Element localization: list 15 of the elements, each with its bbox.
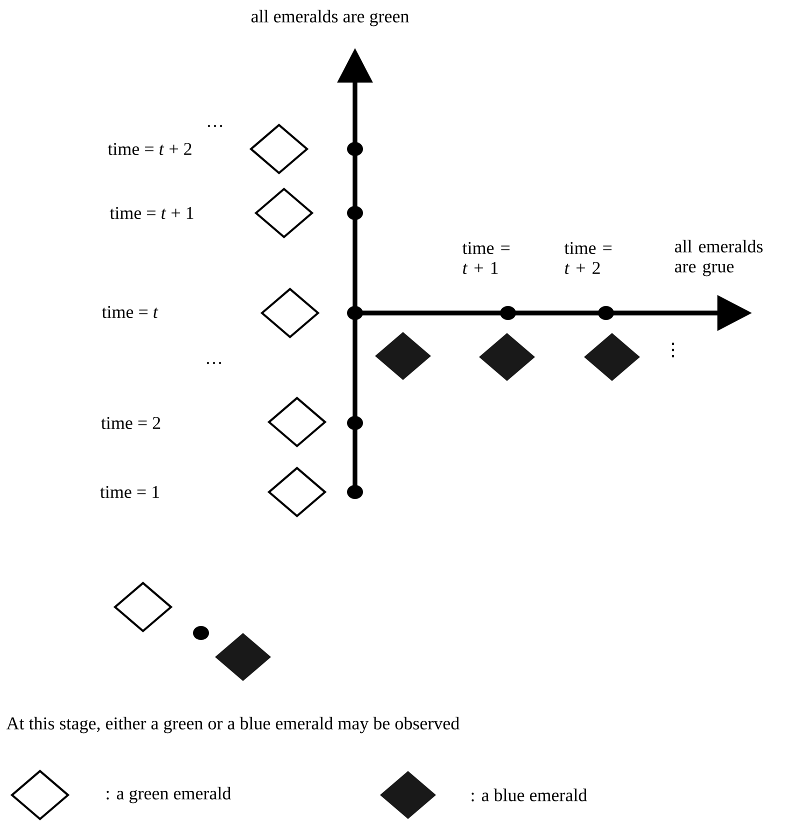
label: time = t + 1 bbox=[110, 206, 194, 220]
label: ⋮ bbox=[672, 342, 674, 358]
label: time = t + 2 bbox=[108, 142, 192, 156]
label: time = t + 2 bbox=[564, 242, 612, 274]
label: time = 2 bbox=[101, 416, 160, 430]
label: time = 1 bbox=[100, 486, 159, 498]
label: At this stage, either a green or a blue emerald may be observed bbox=[6, 716, 460, 734]
label: time = t bbox=[102, 306, 158, 318]
label: … bbox=[208, 124, 222, 128]
label: all emeralds are green bbox=[251, 10, 409, 26]
label: time = t + 1 bbox=[462, 242, 510, 274]
label: … bbox=[206, 362, 222, 364]
legend-text: : a green emerald bbox=[106, 786, 231, 804]
label: all emeralds are grue bbox=[674, 240, 763, 276]
legend-text: : a blue emerald bbox=[472, 788, 588, 802]
